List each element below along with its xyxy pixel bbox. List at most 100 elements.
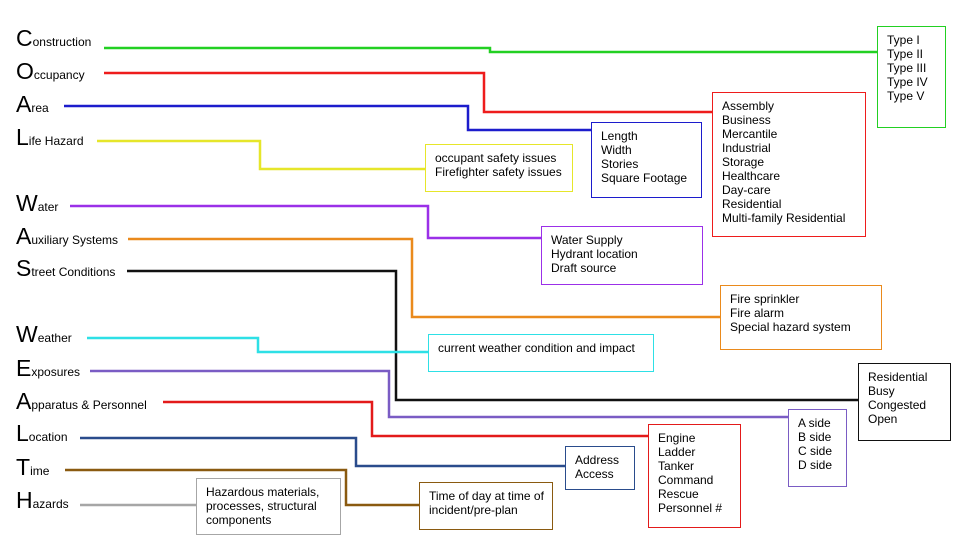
box-item: occupant safety issues xyxy=(435,151,557,165)
box-item: Command xyxy=(658,473,714,487)
box-item: processes, structural xyxy=(206,499,317,513)
box-item: Draft source xyxy=(551,261,617,275)
term-construction: Construction xyxy=(16,27,91,50)
box-item: Access xyxy=(575,467,614,481)
box-item: components xyxy=(206,513,272,527)
box-item: Type II xyxy=(887,47,924,61)
box-item: Fire sprinkler xyxy=(730,292,800,306)
term-label: ater xyxy=(37,200,59,214)
term-initial: C xyxy=(16,25,33,51)
box-item: Assembly xyxy=(722,99,775,113)
box-item: Type V xyxy=(887,89,925,103)
weather-items-box: current weather condition and impact xyxy=(428,334,654,372)
connector-exposures xyxy=(90,369,788,419)
connector-area xyxy=(64,104,591,132)
box-item: Square Footage xyxy=(601,171,688,185)
term-street-conditions: Street Conditions xyxy=(16,257,115,280)
box-item: Rescue xyxy=(658,487,699,501)
term-area: Area xyxy=(16,93,49,116)
connector-occupancy xyxy=(104,71,712,114)
box-item: B side xyxy=(798,430,832,444)
box-item: Engine xyxy=(658,431,696,445)
box-item: Stories xyxy=(601,157,639,171)
term-initial: S xyxy=(16,255,32,281)
box-item: incident/pre-plan xyxy=(429,503,518,517)
box-item: Width xyxy=(601,143,632,157)
box-item: A side xyxy=(798,416,831,430)
box-item: current weather condition and impact xyxy=(438,341,635,355)
box-item: Open xyxy=(868,412,898,426)
box-item: Congested xyxy=(868,398,927,412)
term-exposures: Exposures xyxy=(16,357,80,380)
term-label: ife Hazard xyxy=(28,134,84,148)
term-initial: A xyxy=(16,388,32,414)
term-label: treet Conditions xyxy=(31,265,116,279)
box-item: Special hazard system xyxy=(730,320,851,334)
term-initial: W xyxy=(16,190,38,216)
box-item: Water Supply xyxy=(551,233,623,247)
term-auxiliary-systems: Auxiliary Systems xyxy=(16,225,118,248)
term-label: xposures xyxy=(31,365,81,379)
box-item: Industrial xyxy=(722,141,771,155)
box-item: Hazardous materials, xyxy=(206,485,320,499)
term-water: Water xyxy=(16,192,58,215)
box-item: Ladder xyxy=(658,445,696,459)
term-initial: E xyxy=(16,355,32,381)
term-initial: A xyxy=(16,91,32,117)
box-item: C side xyxy=(798,444,833,458)
connector-street-conditions xyxy=(127,269,858,402)
box-item: Address xyxy=(575,453,620,467)
box-item: Type III xyxy=(887,61,927,75)
box-item: D side xyxy=(798,458,833,472)
term-initial: H xyxy=(16,487,33,513)
connector-apparatus-personnel xyxy=(163,400,648,438)
box-item: Hydrant location xyxy=(551,247,638,261)
box-item: Mercantile xyxy=(722,127,778,141)
box-item: Tanker xyxy=(658,459,695,473)
term-initial: O xyxy=(16,58,34,84)
box-item: Type I xyxy=(887,33,920,47)
box-item: Busy xyxy=(868,384,895,398)
box-item: Healthcare xyxy=(722,169,781,183)
term-initial: W xyxy=(16,321,38,347)
box-item: Multi-family Residential xyxy=(722,211,846,225)
term-label: ocation xyxy=(28,430,68,444)
connector-water xyxy=(70,204,541,240)
box-item: Time of day at time of xyxy=(429,489,544,503)
box-item: Type IV xyxy=(887,75,928,89)
connector-auxiliary-systems xyxy=(128,237,720,319)
term-label: rea xyxy=(31,101,49,115)
term-initial: L xyxy=(16,124,29,150)
box-item: Storage xyxy=(722,155,765,169)
box-item: Firefighter safety issues xyxy=(435,165,562,179)
box-item: Day-care xyxy=(722,183,771,197)
box-item: Residential xyxy=(868,370,928,384)
connector-construction xyxy=(104,46,877,54)
term-location: Location xyxy=(16,422,68,445)
box-item: Residential xyxy=(722,197,782,211)
term-label: ccupancy xyxy=(33,68,85,82)
box-item: Fire alarm xyxy=(730,306,785,320)
connector-weather xyxy=(87,336,428,354)
connector-location xyxy=(80,436,565,468)
box-item: Business xyxy=(722,113,771,127)
connector-life-hazard xyxy=(97,139,425,171)
term-life-hazard: Life Hazard xyxy=(16,126,84,149)
connector-time xyxy=(65,468,419,507)
term-label: eather xyxy=(37,331,72,345)
term-label: onstruction xyxy=(32,35,92,49)
term-initial: T xyxy=(16,454,31,480)
box-item: Personnel # xyxy=(658,501,723,515)
term-occupancy: Occupancy xyxy=(16,60,85,83)
